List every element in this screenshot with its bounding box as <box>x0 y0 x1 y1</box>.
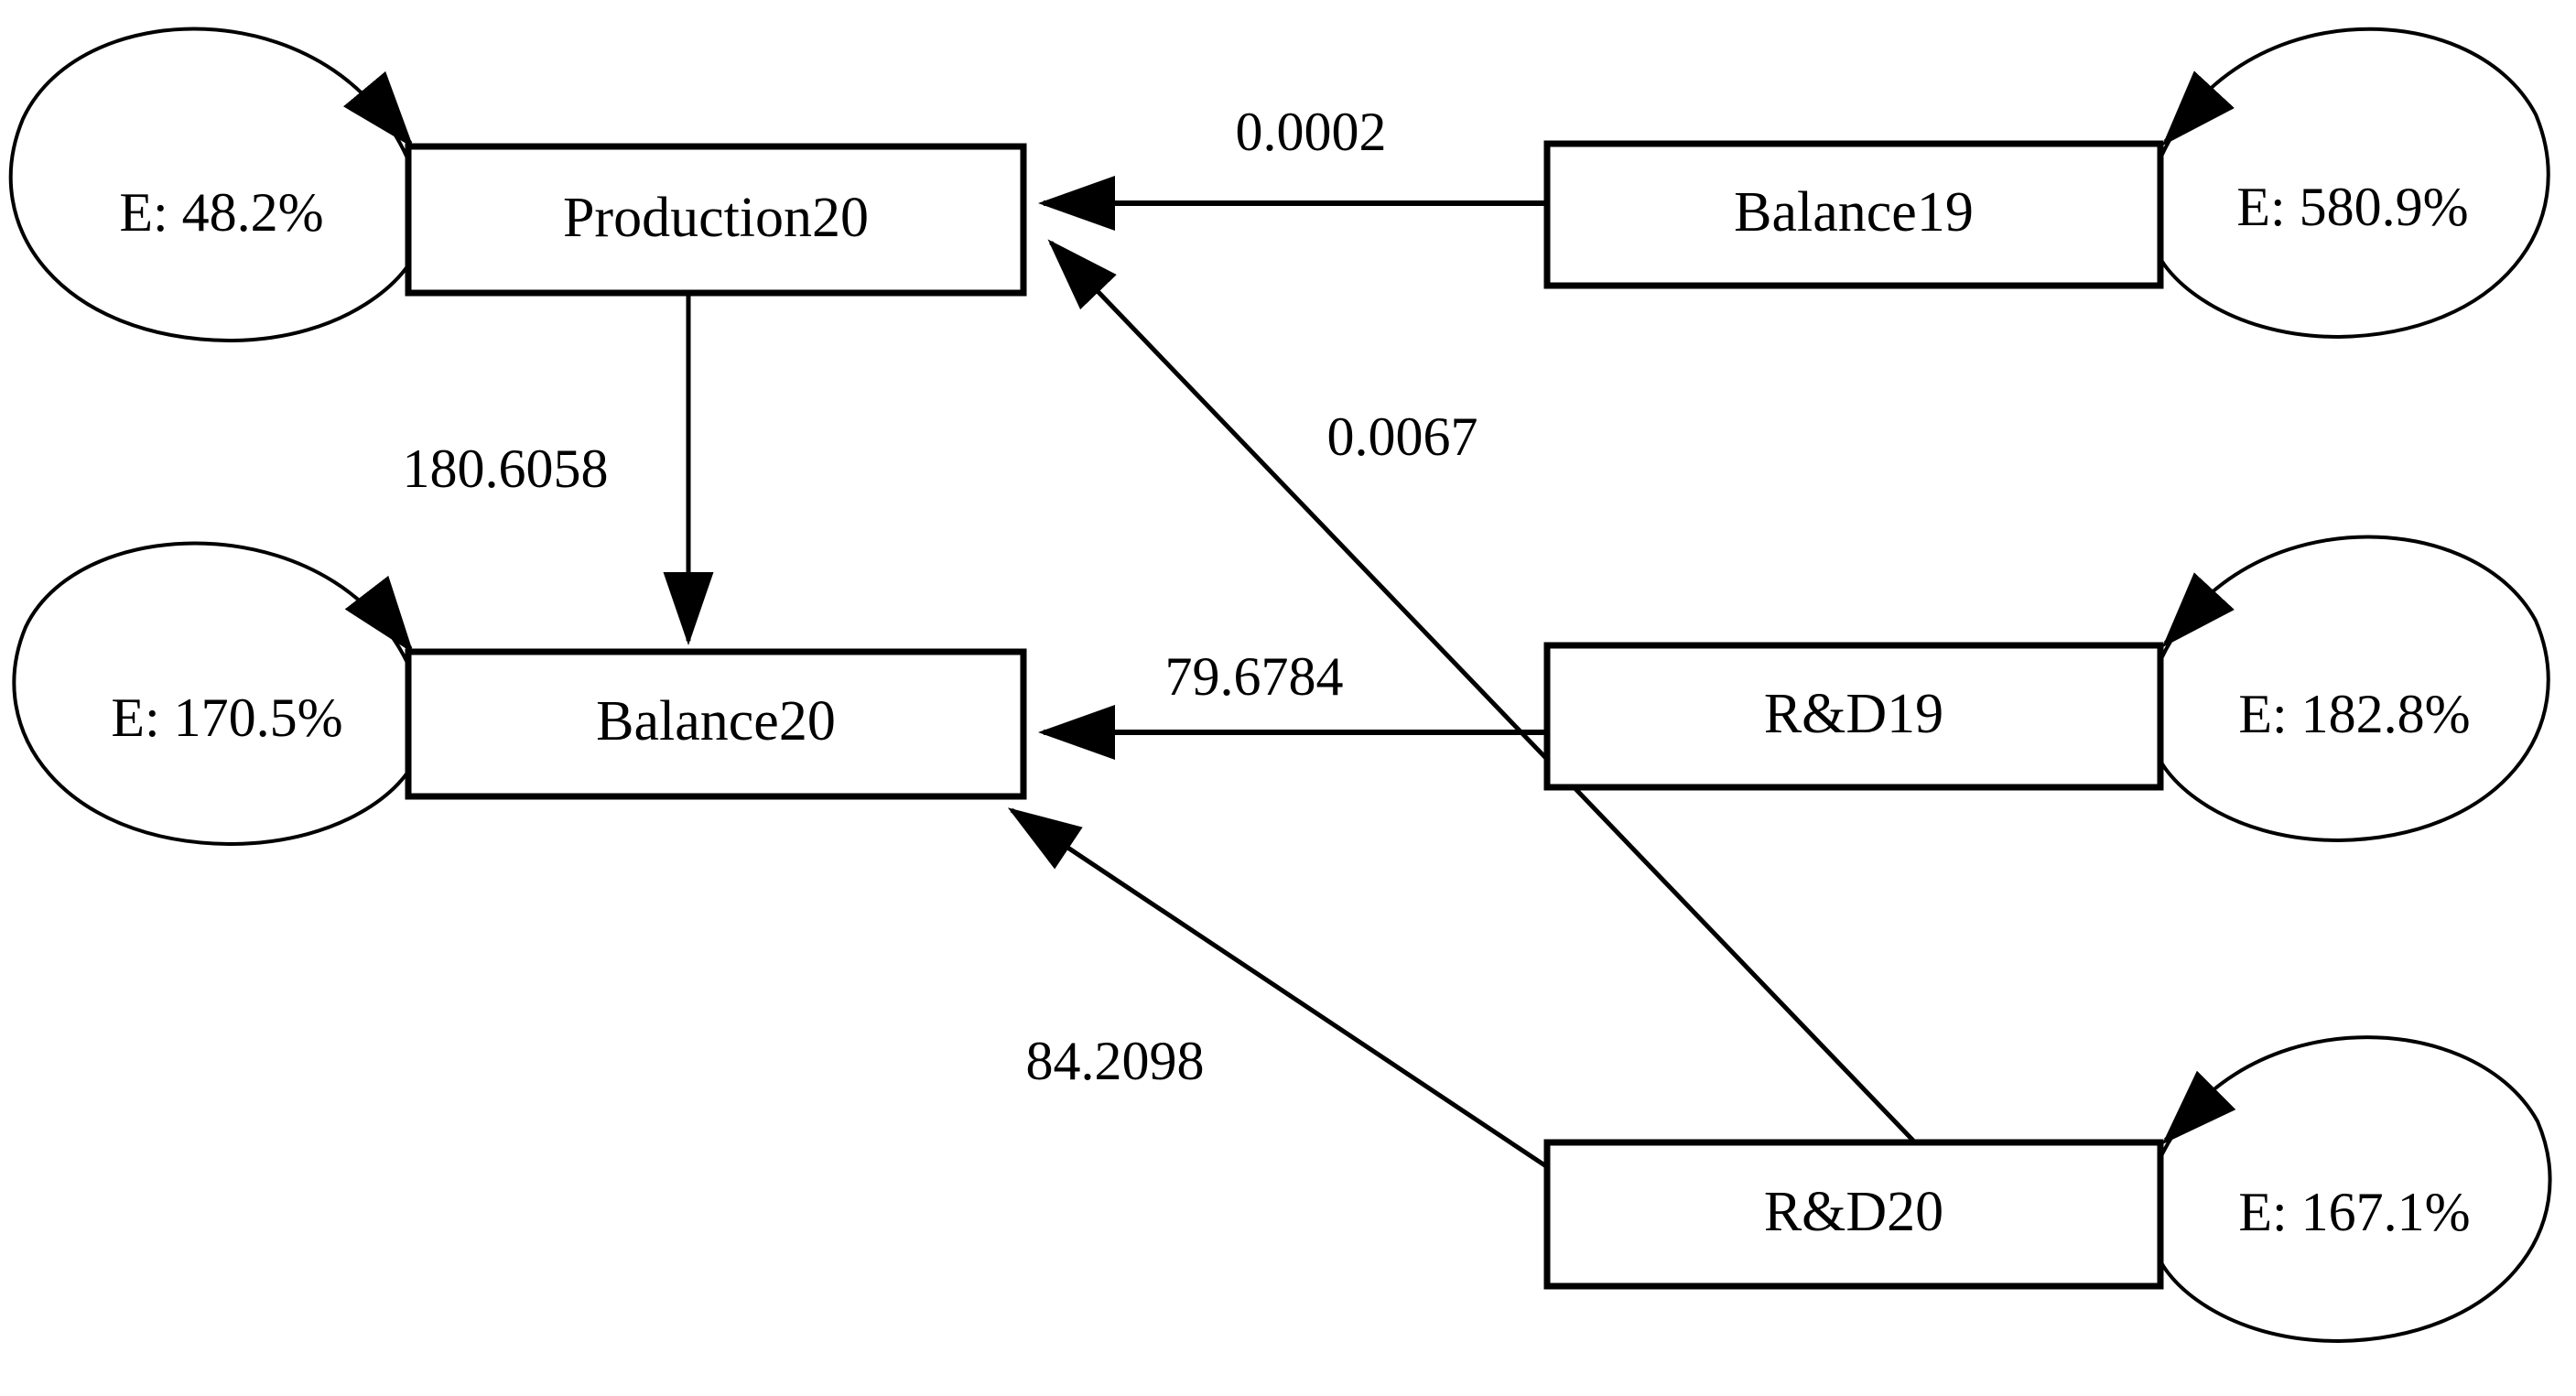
self-loop-path-balance19 <box>2154 27 2550 340</box>
node-box-rd19[interactable] <box>1543 642 2164 791</box>
node-label-rd19: R&D19 <box>1764 683 1943 745</box>
error-label-balance20: E: 170.5% <box>111 687 342 748</box>
error-label-balance19: E: 580.9% <box>2236 177 2468 237</box>
self-loop-arrow-balance19 <box>2161 70 2235 146</box>
self-loop-path-production20 <box>8 27 418 343</box>
self-loop-arrow-rd19 <box>2161 572 2235 648</box>
node-rd20[interactable]: R&D20 <box>1543 1139 2164 1290</box>
self-loop-arrow-production20 <box>343 70 414 148</box>
self-loop-production20 <box>8 27 418 343</box>
self-loop-balance19 <box>2154 27 2550 340</box>
error-label-production20: E: 48.2% <box>119 182 323 243</box>
edge-rd20-to-balance20 <box>1007 807 1556 1174</box>
edge-rd20-to-production20 <box>1047 239 1915 1142</box>
self-loop-path-rd20 <box>2154 1035 2552 1344</box>
self-loop-balance20 <box>12 541 418 847</box>
error-label-rd20: E: 167.1% <box>2238 1182 2470 1242</box>
node-label-production20: Production20 <box>563 187 869 249</box>
node-box-production20[interactable] <box>405 143 1027 297</box>
edge-label-rd20-to-production20: 0.0067 <box>1327 406 1478 467</box>
self-loop-arrow-rd20 <box>2161 1070 2236 1145</box>
node-label-balance19: Balance19 <box>1734 181 1974 243</box>
self-loop-rd20 <box>2154 1035 2552 1344</box>
node-production20[interactable]: Production20 <box>405 143 1027 297</box>
node-label-balance20: Balance20 <box>596 690 836 752</box>
node-box-balance20[interactable] <box>405 648 1027 800</box>
edge-label-rd19-to-balance20: 79.6784 <box>1165 646 1344 707</box>
edge-label-balance19-to-production20: 0.0002 <box>1236 102 1387 162</box>
edge-label-rd20-to-balance20: 84.2098 <box>1026 1031 1205 1091</box>
node-balance20[interactable]: Balance20 <box>405 648 1027 800</box>
node-label-rd20: R&D20 <box>1764 1181 1943 1243</box>
error-label-rd19: E: 182.8% <box>2238 684 2470 744</box>
node-box-rd20[interactable] <box>1543 1139 2164 1290</box>
self-loop-path-balance20 <box>12 541 418 847</box>
node-box-balance19[interactable] <box>1543 140 2164 289</box>
edge-label-production20-to-balance20: 180.6058 <box>403 438 609 499</box>
self-loop-arrow-balance20 <box>344 575 414 654</box>
node-balance19[interactable]: Balance19 <box>1543 140 2164 289</box>
self-loop-rd19 <box>2154 535 2550 843</box>
node-rd19[interactable]: R&D19 <box>1543 642 2164 791</box>
self-loop-path-rd19 <box>2154 535 2550 843</box>
